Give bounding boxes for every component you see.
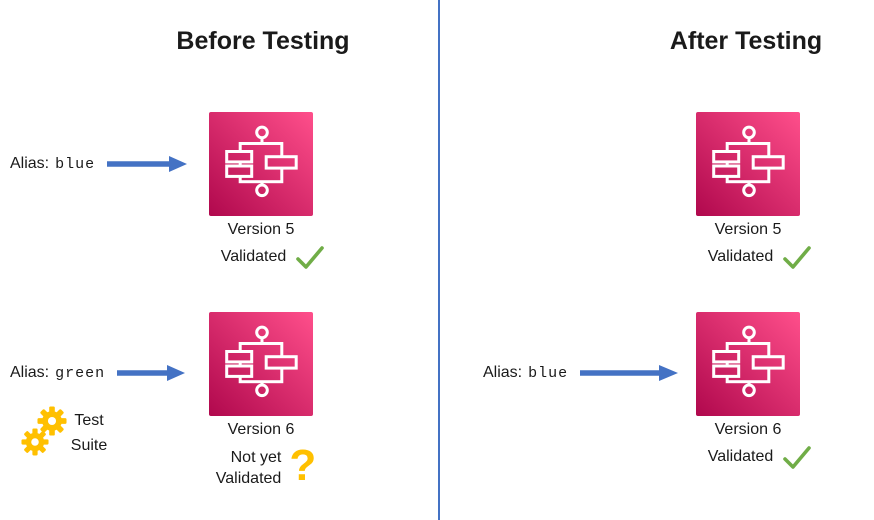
after-v6-alias-row: Alias: blue: [483, 361, 679, 385]
check-icon: [783, 446, 812, 469]
check-icon: [783, 246, 812, 269]
version-label: Version 6: [227, 421, 295, 438]
step-functions-icon-v6-after: [696, 312, 800, 416]
alias-value-blue: blue: [55, 155, 96, 173]
alias-label: Alias:: [10, 155, 50, 172]
test-suite-label: Test Suite: [70, 412, 108, 454]
before-v6-alias-row: Alias: green: [10, 361, 186, 385]
version-label: Version 5: [227, 221, 295, 238]
status-label: Validated: [707, 448, 774, 465]
right-arrow-icon: [107, 156, 188, 172]
before-v5-alias-row: Alias: blue: [10, 152, 188, 176]
after-title: After Testing: [669, 27, 823, 55]
step-functions-icon-v6-before: [209, 312, 313, 416]
before-title: Before Testing: [176, 27, 350, 55]
version-label: Version 6: [714, 421, 782, 438]
step-functions-icon-v5-after: [696, 112, 800, 216]
question-mark-icon: ?: [289, 441, 317, 490]
step-functions-icon-v5-before: [209, 112, 313, 216]
alias-label: Alias:: [483, 364, 523, 381]
right-arrow-icon: [117, 365, 186, 381]
after-v5-status-row: Validated: [680, 243, 840, 271]
not-yet-validated-label: Not yet Validated: [215, 449, 282, 487]
before-v6-status-row: Not yet Validated ?: [178, 441, 354, 490]
check-icon: [296, 246, 325, 269]
before-v5-status-row: Validated: [193, 243, 353, 271]
panel-divider: [438, 0, 440, 520]
status-label: Validated: [707, 248, 774, 265]
status-label: Validated: [220, 248, 287, 265]
version-label: Version 5: [714, 221, 782, 238]
right-arrow-icon: [580, 365, 679, 381]
alias-label: Alias:: [10, 364, 50, 381]
gears-icon: [21, 406, 67, 456]
alias-value-blue: blue: [528, 364, 569, 382]
alias-value-green: green: [55, 364, 106, 382]
after-v6-status-row: Validated: [680, 443, 840, 471]
